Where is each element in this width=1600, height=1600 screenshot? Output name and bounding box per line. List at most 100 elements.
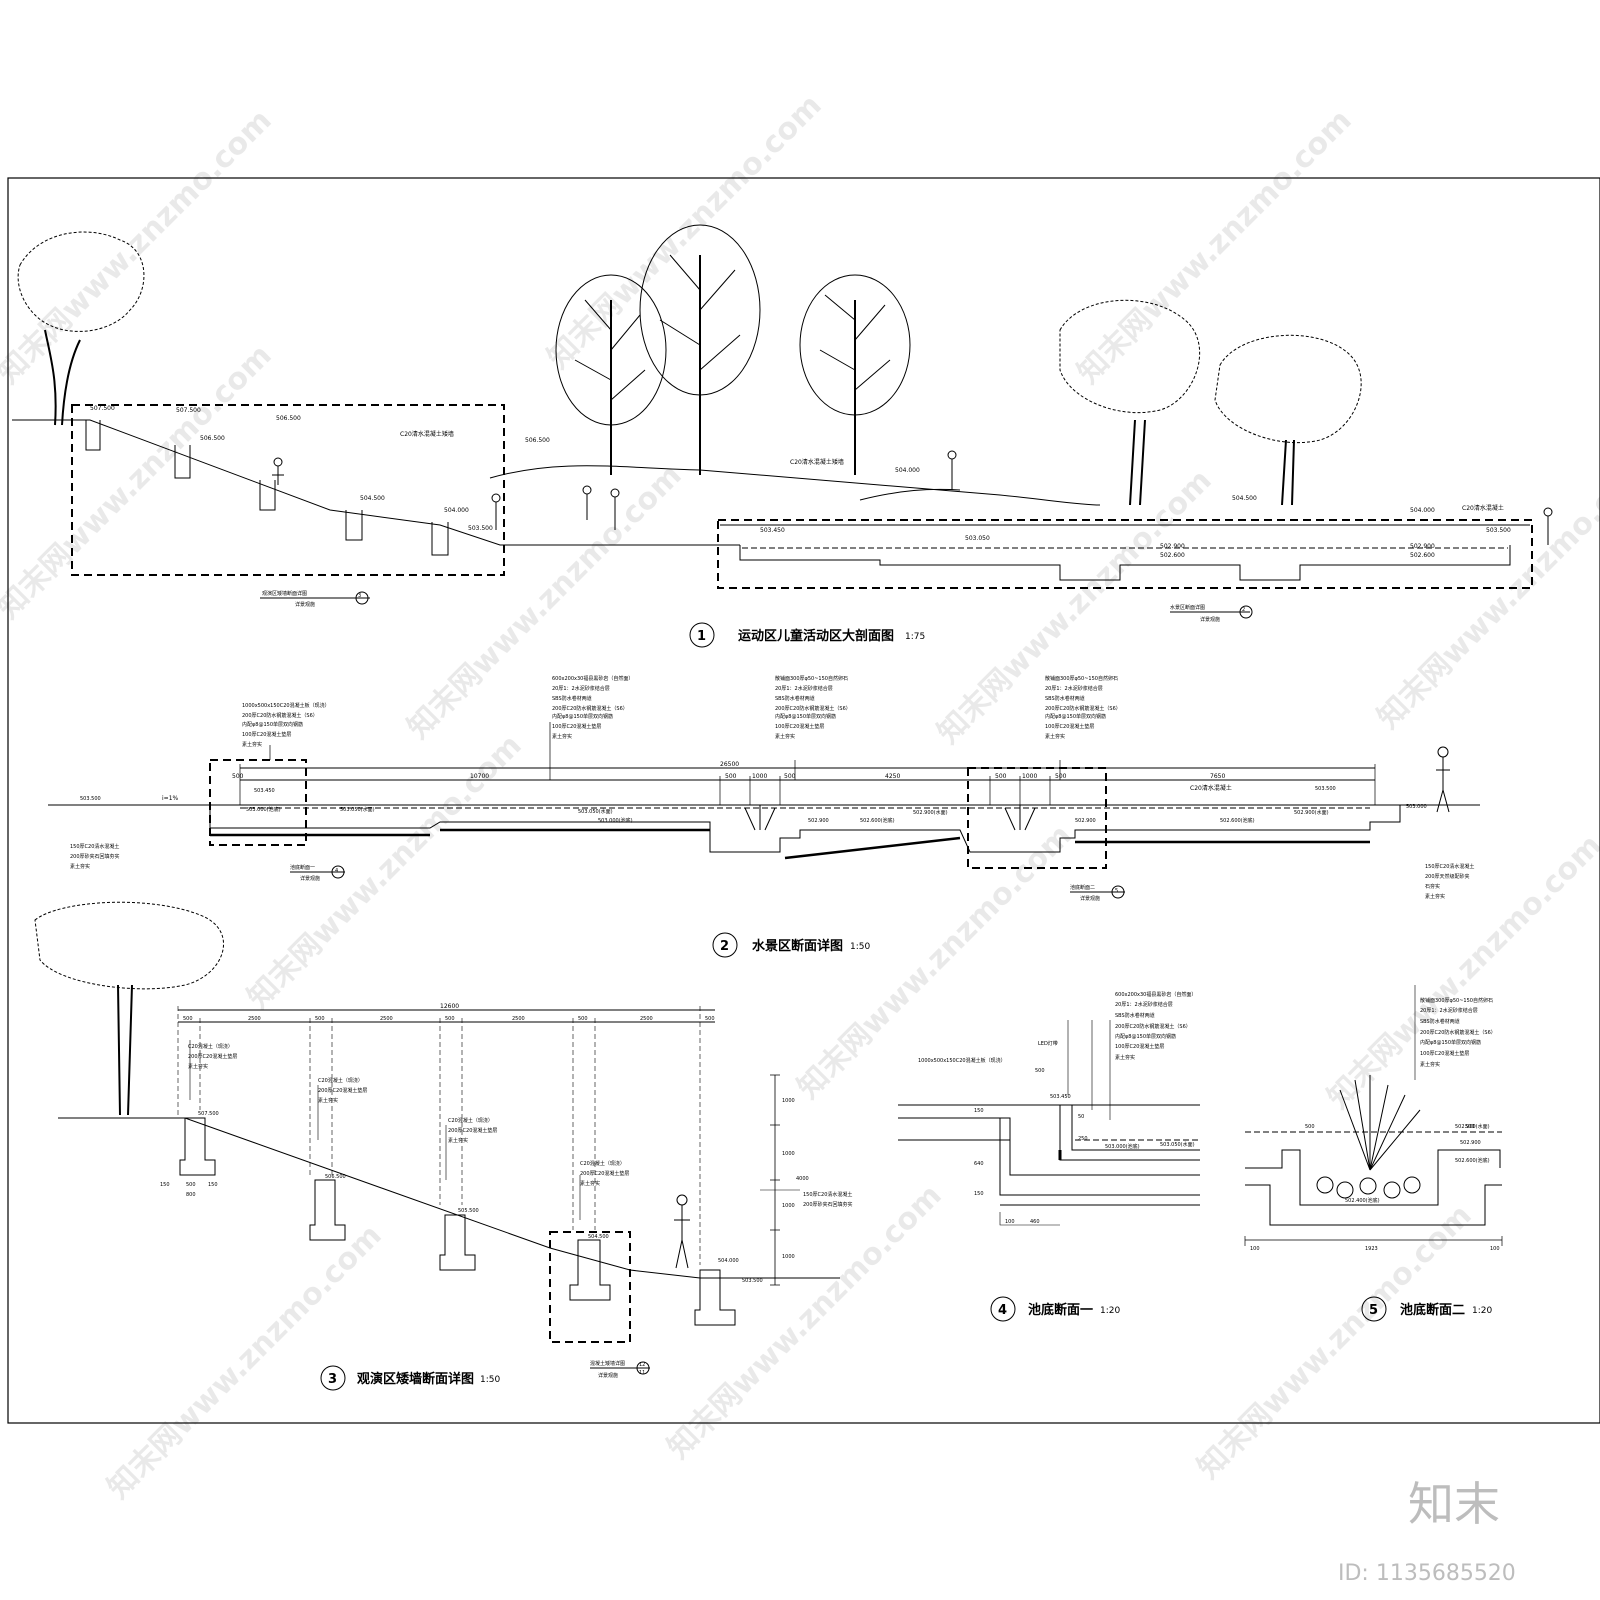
- elevation-label: 506.500: [325, 1174, 346, 1180]
- tree-icon: [799, 274, 911, 475]
- detail-ref: 4 池底断面一 详景观施: [290, 864, 345, 882]
- dim-label: 2500: [512, 1016, 525, 1022]
- tree-icon: [17, 231, 145, 426]
- dim-label: 500: [784, 773, 796, 780]
- ref-text: 水景区断面详图: [1170, 604, 1205, 611]
- wall-step: [259, 480, 276, 511]
- note-line: C20混凝土（现浇）: [188, 1043, 233, 1050]
- note-line: 20厚1：2水泥砂浆结合层: [1420, 1007, 1478, 1014]
- note-line: 150厚C20清水混凝土: [803, 1191, 852, 1198]
- note-line: 素土夯实: [70, 863, 90, 870]
- person-icon: [674, 1194, 690, 1269]
- note-line: 素土夯实: [188, 1063, 208, 1070]
- elevation-label: 506.500: [200, 435, 225, 442]
- elevation-label: 503.450: [1050, 1094, 1071, 1100]
- elevation-label: 506.500: [276, 415, 301, 422]
- note-block: C20混凝土（现浇） 200厚C20混凝土垫层 素土夯实: [580, 1160, 629, 1187]
- tree-icon: [1214, 334, 1362, 506]
- material-label: C20清水混凝土矮墙: [400, 430, 454, 438]
- dim-label: 100: [1005, 1219, 1015, 1225]
- plant-icon: [744, 805, 776, 831]
- ref-sub: 详景观施: [295, 601, 315, 608]
- note-line: 200厚C20防水钢筋混凝土（S6）: [242, 712, 318, 719]
- elevation-label: 502.900: [1160, 543, 1185, 550]
- dim-label: 100: [1250, 1246, 1260, 1252]
- note-line: 素土夯实: [552, 733, 572, 740]
- note-line: 100厚C20混凝土垫层: [242, 731, 291, 738]
- note-line: 200厚天然级配砂夹: [1425, 873, 1470, 880]
- elevation-label: 507.500: [176, 407, 201, 414]
- elevation-label: 502.900: [1460, 1140, 1481, 1146]
- sheet-frame: [7, 177, 1600, 1424]
- plant-icon: [1004, 805, 1036, 831]
- person-icon: [1436, 746, 1450, 813]
- dim-label: 150: [974, 1108, 984, 1114]
- section-number: 3: [328, 1372, 337, 1387]
- pond-profile: [1245, 1149, 1502, 1226]
- elevation-label: 502.600(池底): [1220, 817, 1255, 824]
- elevation-label: 502.400(池底): [1345, 1197, 1380, 1204]
- wall-footing: [179, 1117, 216, 1176]
- section2-drawing: [48, 722, 1480, 869]
- section-scale: 1:20: [1100, 1306, 1120, 1316]
- note-line: C20混凝土（现浇）: [318, 1077, 363, 1084]
- section-scale: 1:75: [905, 632, 925, 642]
- elevation-label: 502.600: [1160, 552, 1185, 559]
- ref-sub: 详景观施: [1080, 895, 1100, 902]
- watermark: 知末网www.znzmo.com: [1071, 103, 1359, 391]
- note-line: 素土夯实: [1425, 893, 1445, 900]
- note-line: 100厚C20混凝土垫层: [1045, 723, 1094, 730]
- elevation-label: 503.450: [254, 788, 275, 794]
- note-line: 100厚C20混凝土垫层: [775, 723, 824, 730]
- dim-label: 1000: [782, 1254, 795, 1260]
- note-line: 200厚C20防水钢筋混凝土（S6）: [1045, 705, 1121, 712]
- dim-label: 500: [725, 773, 737, 780]
- dim-label: 500: [315, 1016, 325, 1022]
- elevation-label: 503.000: [1406, 804, 1427, 810]
- section-number-circle: [689, 622, 715, 648]
- note-line: 内配φ8@150单层双向钢筋: [1115, 1033, 1176, 1040]
- dim-label: 500: [445, 1016, 455, 1022]
- dim-label: 2500: [640, 1016, 653, 1022]
- dim-label: 500: [1305, 1124, 1315, 1130]
- note-line: 1000x500x150C20混凝土板（现浇）: [918, 1057, 1006, 1064]
- section5-annotations: 散铺面300厚φ50~150自然卵石 20厚1：2水泥砂浆结合层 SBS防水卷材…: [1250, 997, 1500, 1322]
- ref-denominator: 11: [639, 1370, 645, 1376]
- note-block: 散铺面300厚φ50~150自然卵石 20厚1：2水泥砂浆结合层 SBS防水卷材…: [1045, 675, 1121, 740]
- section-number: 2: [720, 939, 729, 954]
- elevation-label: 504.000: [444, 507, 469, 514]
- note-block: C20混凝土（现浇） 200厚C20混凝土垫层 素土夯实: [188, 1043, 237, 1070]
- terrain-line: [12, 419, 740, 546]
- section-number: 4: [998, 1303, 1007, 1318]
- watermark: 知末网www.znzmo.com: [541, 88, 829, 376]
- note-block: 150厚C20清水混凝土 200厚砂夹石回填夯实 素土夯实: [70, 843, 120, 870]
- section1-annotations: 507.500 507.500 506.500 506.500 506.500 …: [90, 405, 1511, 648]
- dim-label: 1000: [782, 1098, 795, 1104]
- wall-step: [174, 445, 191, 479]
- elevation-label: 504.000: [718, 1258, 739, 1264]
- section4-annotations: LED灯带 1000x500x150C20混凝土板（现浇） 600x200x30…: [918, 991, 1196, 1322]
- elevation-label: 502.900: [1075, 818, 1096, 824]
- section3-drawing: [34, 901, 840, 1343]
- note-line: 200厚C20防水钢筋混凝土（S6）: [552, 705, 628, 712]
- section2-annotations: 26500 500 10700 500 1000 500 4250 500 10…: [70, 675, 1474, 958]
- tree-icon: [639, 224, 761, 475]
- material-label: C20清水混凝土: [1190, 784, 1232, 792]
- elevation-label: 503.050(水面): [340, 806, 375, 813]
- detail-ref-right: 2 水景区断面详图 详景观施: [1170, 604, 1253, 623]
- note-line: 素土夯实: [242, 741, 262, 748]
- watermark: 知末网www.znzmo.com: [101, 1218, 389, 1506]
- dim-label: 2500: [380, 1016, 393, 1022]
- berm-line: [859, 488, 961, 501]
- material-label: C20清水混凝土: [1462, 504, 1504, 512]
- note-line: 散铺面300厚φ50~150自然卵石: [1045, 675, 1118, 682]
- pool-outline: [209, 805, 1401, 853]
- dim-label: 1000: [752, 773, 767, 780]
- dim-label: 4250: [885, 773, 900, 780]
- elevation-label: 503.500: [468, 525, 493, 532]
- note-line: 150厚C20清水混凝土: [70, 843, 119, 850]
- dim-label: 500: [1035, 1068, 1045, 1074]
- dim-total: 26500: [720, 761, 739, 768]
- note-line: 内配φ8@150单层双向钢筋: [552, 713, 613, 720]
- person-icon: [582, 485, 592, 520]
